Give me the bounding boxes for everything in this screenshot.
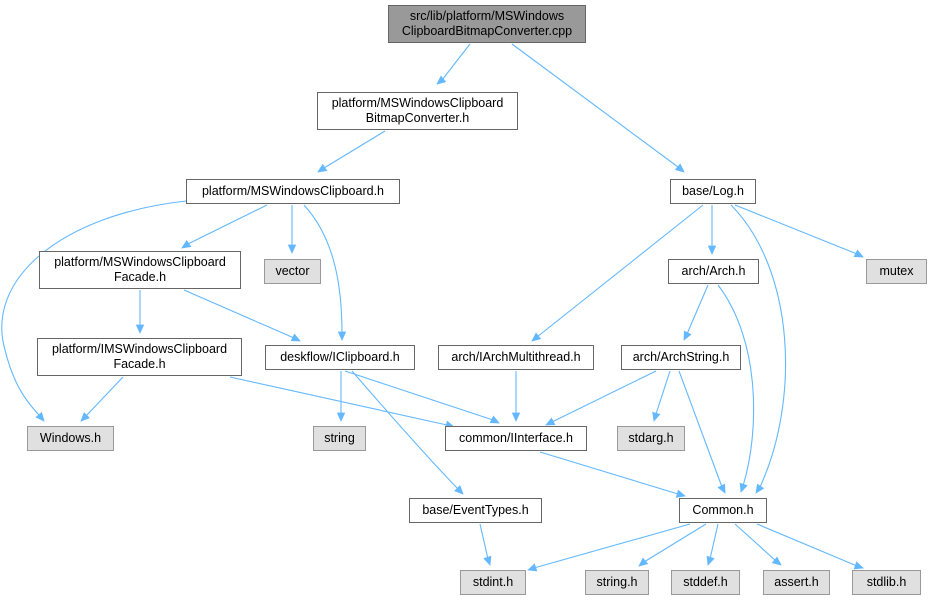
node-mutex: mutex	[866, 259, 927, 284]
node-stdlib-header: stdlib.h	[852, 570, 921, 595]
node-arch-string-header[interactable]: arch/ArchString.h	[621, 345, 741, 370]
arrowhead-log-to-iarch-multithread	[531, 332, 542, 342]
arrowhead-root-to-log	[674, 163, 685, 173]
node-log-header[interactable]: base/Log.h	[670, 179, 756, 204]
node-clipboard-facade-header[interactable]: platform/MSWindowsClipboard Facade.h	[39, 251, 241, 289]
arrowhead-ms-clipboard-to-windows	[35, 411, 45, 422]
node-root-cpp-file[interactable]: src/lib/platform/MSWindows ClipboardBitm…	[388, 5, 586, 43]
node-common-header[interactable]: Common.h	[679, 498, 767, 523]
node-event-types-header[interactable]: base/EventTypes.h	[409, 498, 542, 523]
arrowhead-arch-string-to-iinterface	[545, 417, 556, 426]
node-iarch-multithread-header[interactable]: arch/IArchMultithread.h	[438, 345, 594, 370]
edge-common-to-stdlib	[756, 523, 858, 567]
node-stdint-header: stdint.h	[460, 570, 526, 595]
edge-bitmap-converter-to-ms-clipboard	[323, 130, 386, 169]
arrowhead-common-to-assert	[771, 556, 782, 566]
edge-common-to-string-h	[643, 523, 707, 563]
arrowhead-arch-string-to-common	[717, 483, 726, 494]
edge-log-to-mutex	[734, 204, 858, 255]
edge-arch-string-to-iinterface	[551, 370, 657, 423]
edge-i-facade-to-iinterface	[229, 376, 448, 426]
edge-root-to-bitmap-converter	[441, 43, 471, 81]
arrowhead-log-to-common	[755, 483, 765, 494]
edge-common-to-stdint	[533, 523, 691, 569]
arrowhead-ms-clipboard-to-iclipboard	[337, 331, 347, 341]
node-stdarg-header: stdarg.h	[617, 426, 685, 451]
edge-facade-to-iclipboard	[183, 289, 295, 339]
arrowhead-root-to-bitmap-converter	[436, 75, 447, 85]
node-iclipboard-facade-header[interactable]: platform/IMSWindowsClipboard Facade.h	[37, 338, 242, 376]
node-iinterface-header[interactable]: common/IInterface.h	[445, 426, 587, 451]
edge-common-to-stddef	[709, 523, 719, 560]
node-windows-header: Windows.h	[27, 426, 114, 451]
arrowhead-common-to-stddef	[706, 555, 715, 566]
edge-event-types-to-stdint	[479, 523, 489, 560]
arrowhead-ms-clipboard-to-vector	[287, 244, 297, 254]
arrowhead-iinterface-to-common	[675, 489, 686, 498]
edge-iclipboard-to-iinterface	[344, 370, 494, 421]
edge-arch-string-to-common	[678, 370, 723, 488]
arrowhead-facade-to-iclipboard	[290, 333, 301, 342]
edge-iinterface-to-common	[539, 451, 679, 495]
node-stddef-header: stddef.h	[671, 570, 740, 595]
arrowhead-common-to-stdlib	[853, 561, 864, 570]
arrowhead-arch-to-common	[739, 482, 748, 493]
node-string-h-header: string.h	[585, 570, 649, 595]
arrowhead-iclipboard-to-string	[336, 412, 346, 422]
arrowhead-event-types-to-stdint	[483, 555, 492, 566]
edge-i-facade-to-windows	[85, 376, 124, 417]
edge-ms-clipboard-to-facade	[187, 204, 268, 245]
node-bitmap-converter-header[interactable]: platform/MSWindowsClipboard BitmapConver…	[317, 92, 518, 130]
arrowhead-arch-string-to-stdarg	[652, 411, 661, 422]
edge-ms-clipboard-to-windows	[1, 200, 187, 416]
edge-arch-to-common	[717, 284, 755, 487]
edge-arch-string-to-stdarg	[655, 370, 671, 415]
edge-arch-to-arch-string	[686, 284, 709, 335]
edge-root-to-log	[511, 43, 679, 168]
arrowhead-arch-to-arch-string	[683, 330, 692, 341]
arrowhead-facade-to-i-facade	[135, 324, 145, 334]
arrowhead-bitmap-converter-to-ms-clipboard	[317, 163, 328, 173]
edge-log-to-common	[730, 204, 786, 488]
edge-common-to-assert	[734, 523, 777, 562]
arrowhead-iclipboard-to-iinterface	[489, 415, 500, 424]
arrowhead-i-facade-to-windows	[80, 412, 90, 422]
arrowhead-log-to-mutex	[853, 249, 864, 258]
edge-log-to-iarch-multithread	[536, 204, 704, 338]
node-assert-header: assert.h	[763, 570, 830, 595]
node-vector: vector	[264, 259, 321, 284]
arrowhead-common-to-string-h	[638, 557, 649, 567]
arrowhead-ms-clipboard-to-facade	[181, 239, 192, 249]
node-string: string	[313, 426, 366, 451]
edge-iclipboard-to-event-types	[351, 370, 459, 490]
node-mswindows-clipboard-header[interactable]: platform/MSWindowsClipboard.h	[186, 179, 400, 204]
edge-ms-clipboard-to-iclipboard	[303, 204, 343, 335]
node-arch-header[interactable]: arch/Arch.h	[668, 259, 759, 284]
arrowhead-common-to-stdint	[527, 563, 538, 572]
arrowhead-iarch-multithread-to-iinterface	[511, 412, 521, 422]
arrowhead-iclipboard-to-event-types	[454, 485, 464, 495]
arrowhead-log-to-arch	[707, 245, 717, 255]
node-iclipboard-header[interactable]: deskflow/IClipboard.h	[265, 345, 415, 370]
